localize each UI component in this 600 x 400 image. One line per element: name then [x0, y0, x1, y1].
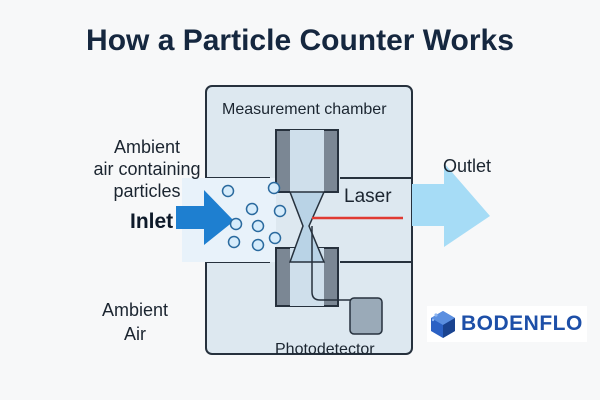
outlet-label: Outlet — [443, 156, 492, 176]
ambient-particles-line2: air containing — [93, 159, 201, 179]
logo-text: BODENFLO — [461, 312, 583, 335]
page-title: How a Particle Counter Works — [86, 24, 514, 57]
particle — [267, 181, 281, 195]
photodetector-box — [349, 297, 383, 335]
inlet-arrow-icon — [176, 190, 234, 245]
ambient-particles-line1: Ambient — [113, 137, 181, 157]
ambient-air-label: Ambient Air — [90, 298, 180, 346]
brand-logo: BODENFLO — [427, 306, 587, 342]
ambient-particles-line3: particles — [113, 181, 181, 201]
particle — [221, 184, 235, 198]
particle — [227, 235, 241, 249]
bodenflo-cube-logo-icon — [431, 311, 455, 338]
ambient-particles-label: Ambient air containing particles — [72, 136, 222, 202]
particle — [251, 219, 265, 233]
measurement-chamber-label: Measurement chamber — [222, 101, 387, 118]
outlet-arrow-icon — [412, 163, 490, 247]
ambient-air-line2: Air — [124, 324, 146, 344]
nozzle-upper-inner — [290, 130, 324, 192]
particle — [251, 238, 265, 252]
particle — [273, 204, 287, 218]
particle — [245, 202, 259, 216]
flow-channel — [288, 191, 326, 263]
laser-label: Laser — [344, 186, 392, 207]
particle — [229, 217, 243, 231]
particle — [268, 231, 282, 245]
ambient-air-line1: Ambient — [101, 300, 169, 320]
photodetector-label: Photodetector — [275, 341, 375, 358]
inlet-label: Inlet — [130, 210, 174, 233]
